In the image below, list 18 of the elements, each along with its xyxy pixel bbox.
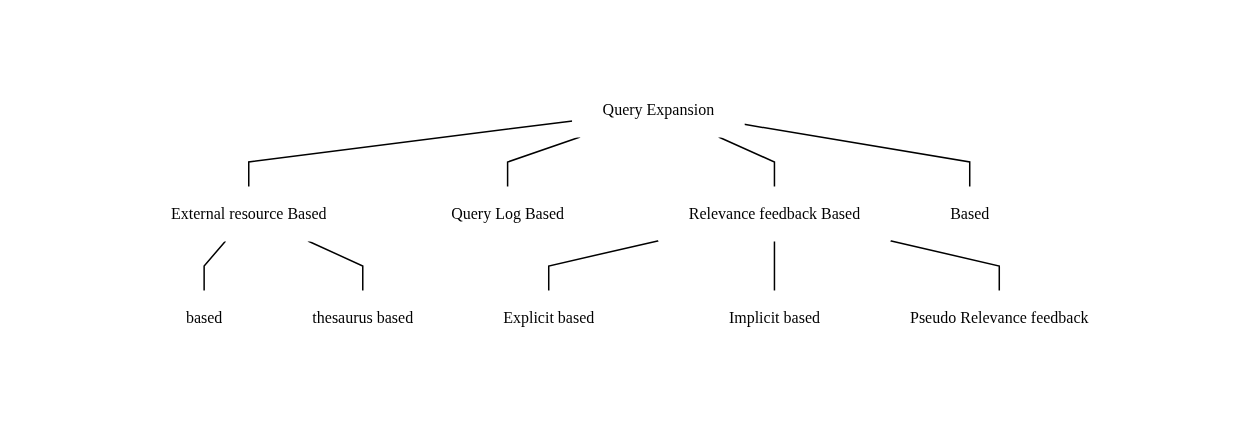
node-text: Implicit based <box>729 308 821 326</box>
node-text: Based <box>950 204 990 222</box>
node-text: Pseudo Relevance feedback <box>910 308 1089 326</box>
node-text: Explicit based <box>503 308 595 326</box>
node-text: Query Log Based <box>451 204 565 222</box>
node-text: Relevance feedback Based <box>688 204 861 222</box>
connector <box>307 240 364 292</box>
node-text: based <box>186 308 223 326</box>
connector <box>889 240 1001 292</box>
connector <box>248 120 574 188</box>
connector <box>773 240 776 292</box>
node-text: thesaurus based <box>312 308 414 326</box>
node-text: External resource Based <box>171 204 327 222</box>
node-text: Query Expansion <box>602 101 715 118</box>
connector <box>203 240 227 292</box>
connector <box>743 123 971 188</box>
connector <box>548 239 660 292</box>
connector <box>718 136 776 188</box>
